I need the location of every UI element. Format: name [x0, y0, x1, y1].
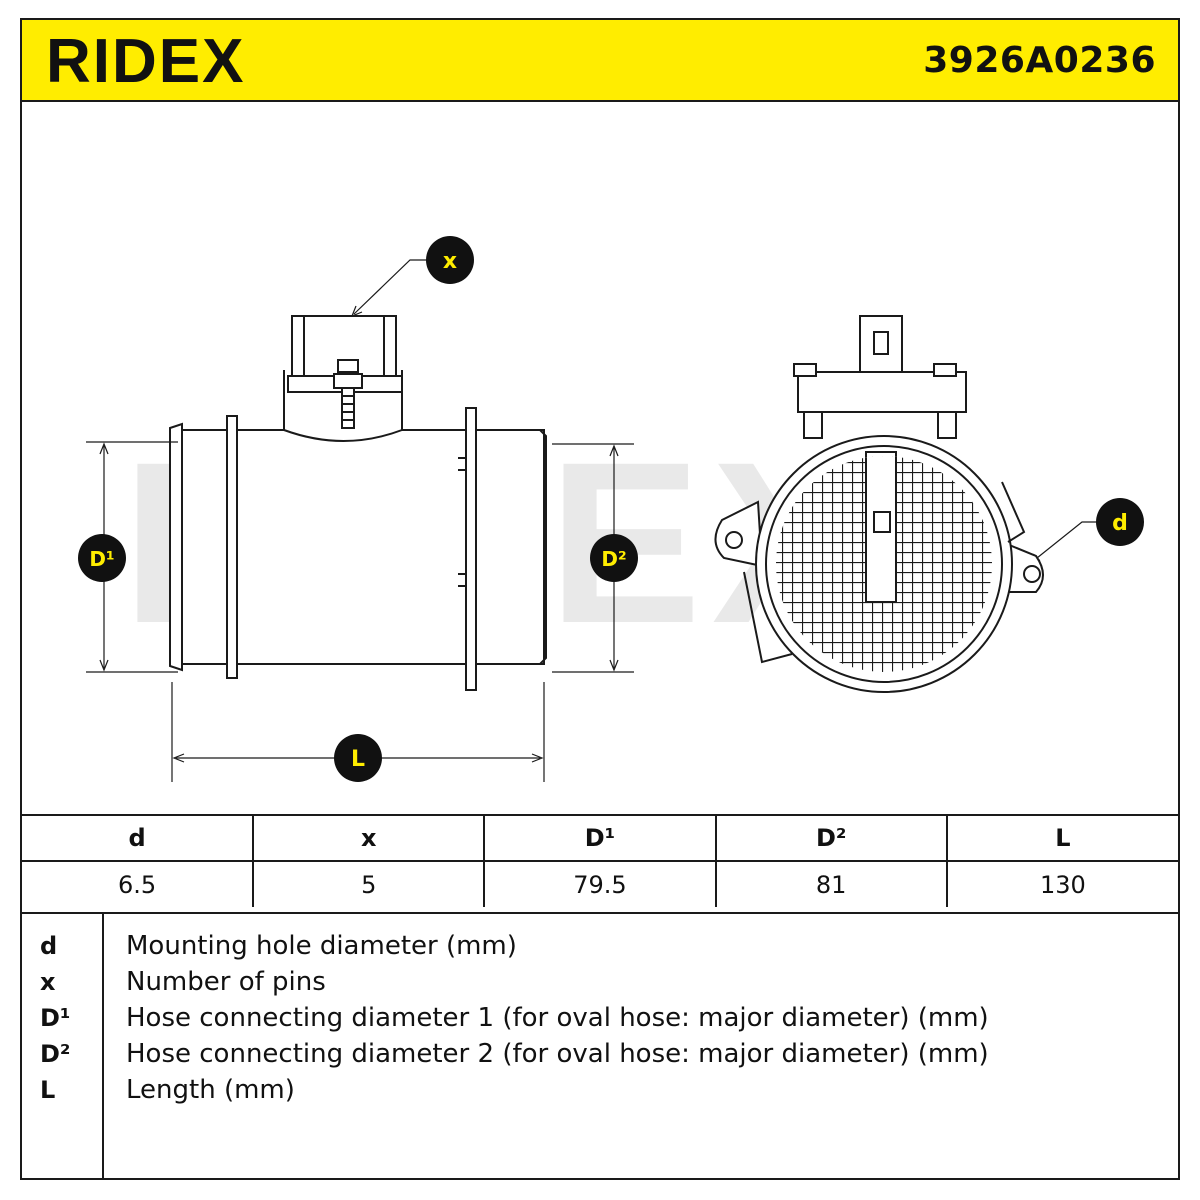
legend-desc: Mounting hole diameter (mm) [126, 931, 517, 961]
legend-desc: Number of pins [126, 967, 326, 997]
callout-x: x [426, 236, 474, 284]
spec-header-D1: D¹ [484, 814, 717, 861]
callout-L-label: L [351, 747, 365, 772]
callout-D2: D² [590, 534, 638, 582]
spec-table: d x D¹ D² L 6.5 5 79.5 81 130 [22, 814, 1178, 907]
part-number: 3926A0236 [923, 40, 1156, 81]
brand-logo-text: RIDEX [46, 27, 245, 96]
spec-value-row: 6.5 5 79.5 81 130 [22, 860, 1178, 907]
callout-D1-label: D¹ [89, 547, 114, 571]
legend-desc: Hose connecting diameter 1 (for oval hos… [126, 1003, 989, 1033]
spec-header-row: d x D¹ D² L [22, 814, 1178, 861]
spec-value-D2: 81 [715, 860, 948, 907]
legend-key: D² [40, 1040, 71, 1068]
spec-value-D1: 79.5 [484, 860, 717, 907]
side-view [169, 315, 547, 691]
legend-item: D¹ Hose connecting diameter 1 (for oval … [22, 1000, 1178, 1036]
legend-item: d Mounting hole diameter (mm) [22, 928, 1178, 964]
legend-key: L [40, 1076, 56, 1104]
sheet-frame: RIDEX 3926A0236 RIDEX [20, 18, 1180, 1180]
legend-item: D² Hose connecting diameter 2 (for oval … [22, 1036, 1178, 1072]
spec-value-L: 130 [946, 860, 1178, 907]
callout-D1: D¹ [78, 534, 126, 582]
sensor-mesh [776, 456, 992, 672]
spec-value-x: 5 [253, 860, 486, 907]
callout-d-label: d [1112, 511, 1128, 536]
technical-drawing: RIDEX [78, 236, 1144, 782]
legend-desc: Hose connecting diameter 2 (for oval hos… [126, 1039, 989, 1069]
legend-key: d [40, 932, 58, 960]
legend-desc: Length (mm) [126, 1075, 295, 1105]
header-bar: RIDEX 3926A0236 [22, 20, 1178, 102]
spec-header-d: d [22, 814, 255, 861]
spec-header-x: x [253, 814, 486, 861]
callout-x-label: x [443, 249, 457, 274]
legend-item: x Number of pins [22, 964, 1178, 1000]
spec-header-L: L [946, 814, 1178, 861]
legend-item: L Length (mm) [22, 1072, 1178, 1108]
spec-header-D2: D² [715, 814, 948, 861]
callout-L: L [334, 734, 382, 782]
legend: d Mounting hole diameter (mm) x Number o… [22, 912, 1178, 1178]
callout-d: d [1096, 498, 1144, 546]
legend-divider [102, 914, 104, 1178]
legend-key: x [40, 968, 56, 996]
brand-logo: RIDEX [44, 26, 314, 100]
callout-D2-label: D² [601, 547, 626, 571]
spec-value-d: 6.5 [22, 860, 255, 907]
legend-key: D¹ [40, 1004, 71, 1032]
